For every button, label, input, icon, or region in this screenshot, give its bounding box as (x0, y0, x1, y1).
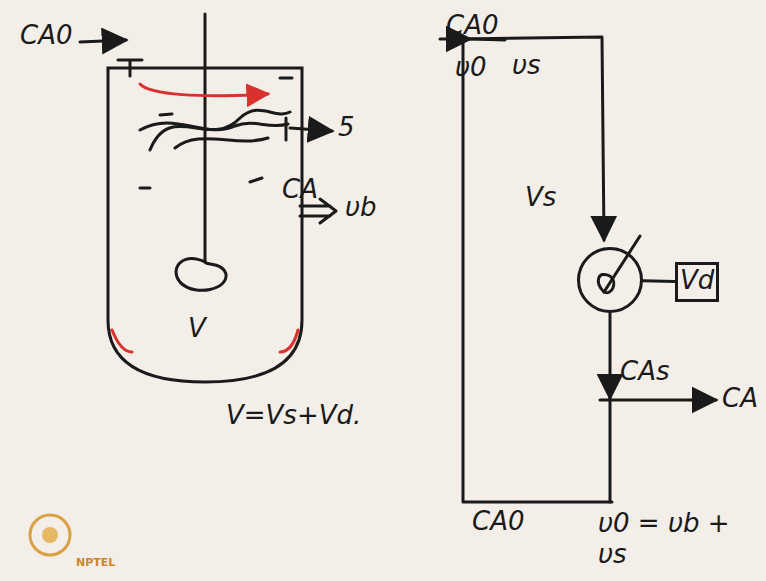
sketch-label: CA (722, 383, 758, 414)
sketch-label: υ0 (455, 52, 487, 83)
bypass-line (463, 39, 612, 502)
product-arrow (600, 399, 716, 402)
sketch-label: CAs (620, 356, 670, 387)
tank-outlet-arrow (609, 313, 612, 398)
sketch-label: NPTEL (76, 556, 115, 569)
ideal-tank-circle: Vs (577, 247, 643, 313)
tank-vessel: V (108, 68, 302, 382)
flow-line (140, 123, 288, 130)
flow-line (175, 138, 268, 148)
sketch-label: CA (282, 174, 318, 205)
outlet-arrow (290, 128, 332, 131)
node-outline (577, 247, 643, 313)
sketch-label: υb (345, 192, 377, 223)
impeller (598, 274, 613, 292)
node-label: V (188, 314, 206, 344)
inlet-arrow (80, 40, 126, 42)
stirrer-shaft (604, 236, 640, 292)
node-label: Vs (525, 183, 556, 213)
node-label: Vd (680, 266, 714, 296)
sketch-label: V=Vs+Vd. (226, 400, 361, 431)
sketch-label: υs (512, 50, 541, 81)
dead-volume-box: Vd (675, 262, 719, 302)
sketch-label: CA0 (20, 20, 72, 51)
logo (30, 515, 70, 555)
flow-line (150, 110, 290, 150)
short-circuit-arrow (140, 84, 268, 96)
sketch-label: 5 (338, 112, 355, 143)
stirrer-shaft (204, 14, 207, 262)
tank-outlet-line (609, 398, 612, 502)
eddy-marks (140, 78, 292, 188)
connector-line (643, 279, 675, 283)
sketch-label: CA0 (472, 506, 524, 537)
outlet-pipe (285, 118, 288, 140)
sketch-label: CA0 (446, 10, 498, 41)
impeller (176, 259, 226, 291)
sketch-label: υ0 = υb + υs (598, 508, 738, 570)
